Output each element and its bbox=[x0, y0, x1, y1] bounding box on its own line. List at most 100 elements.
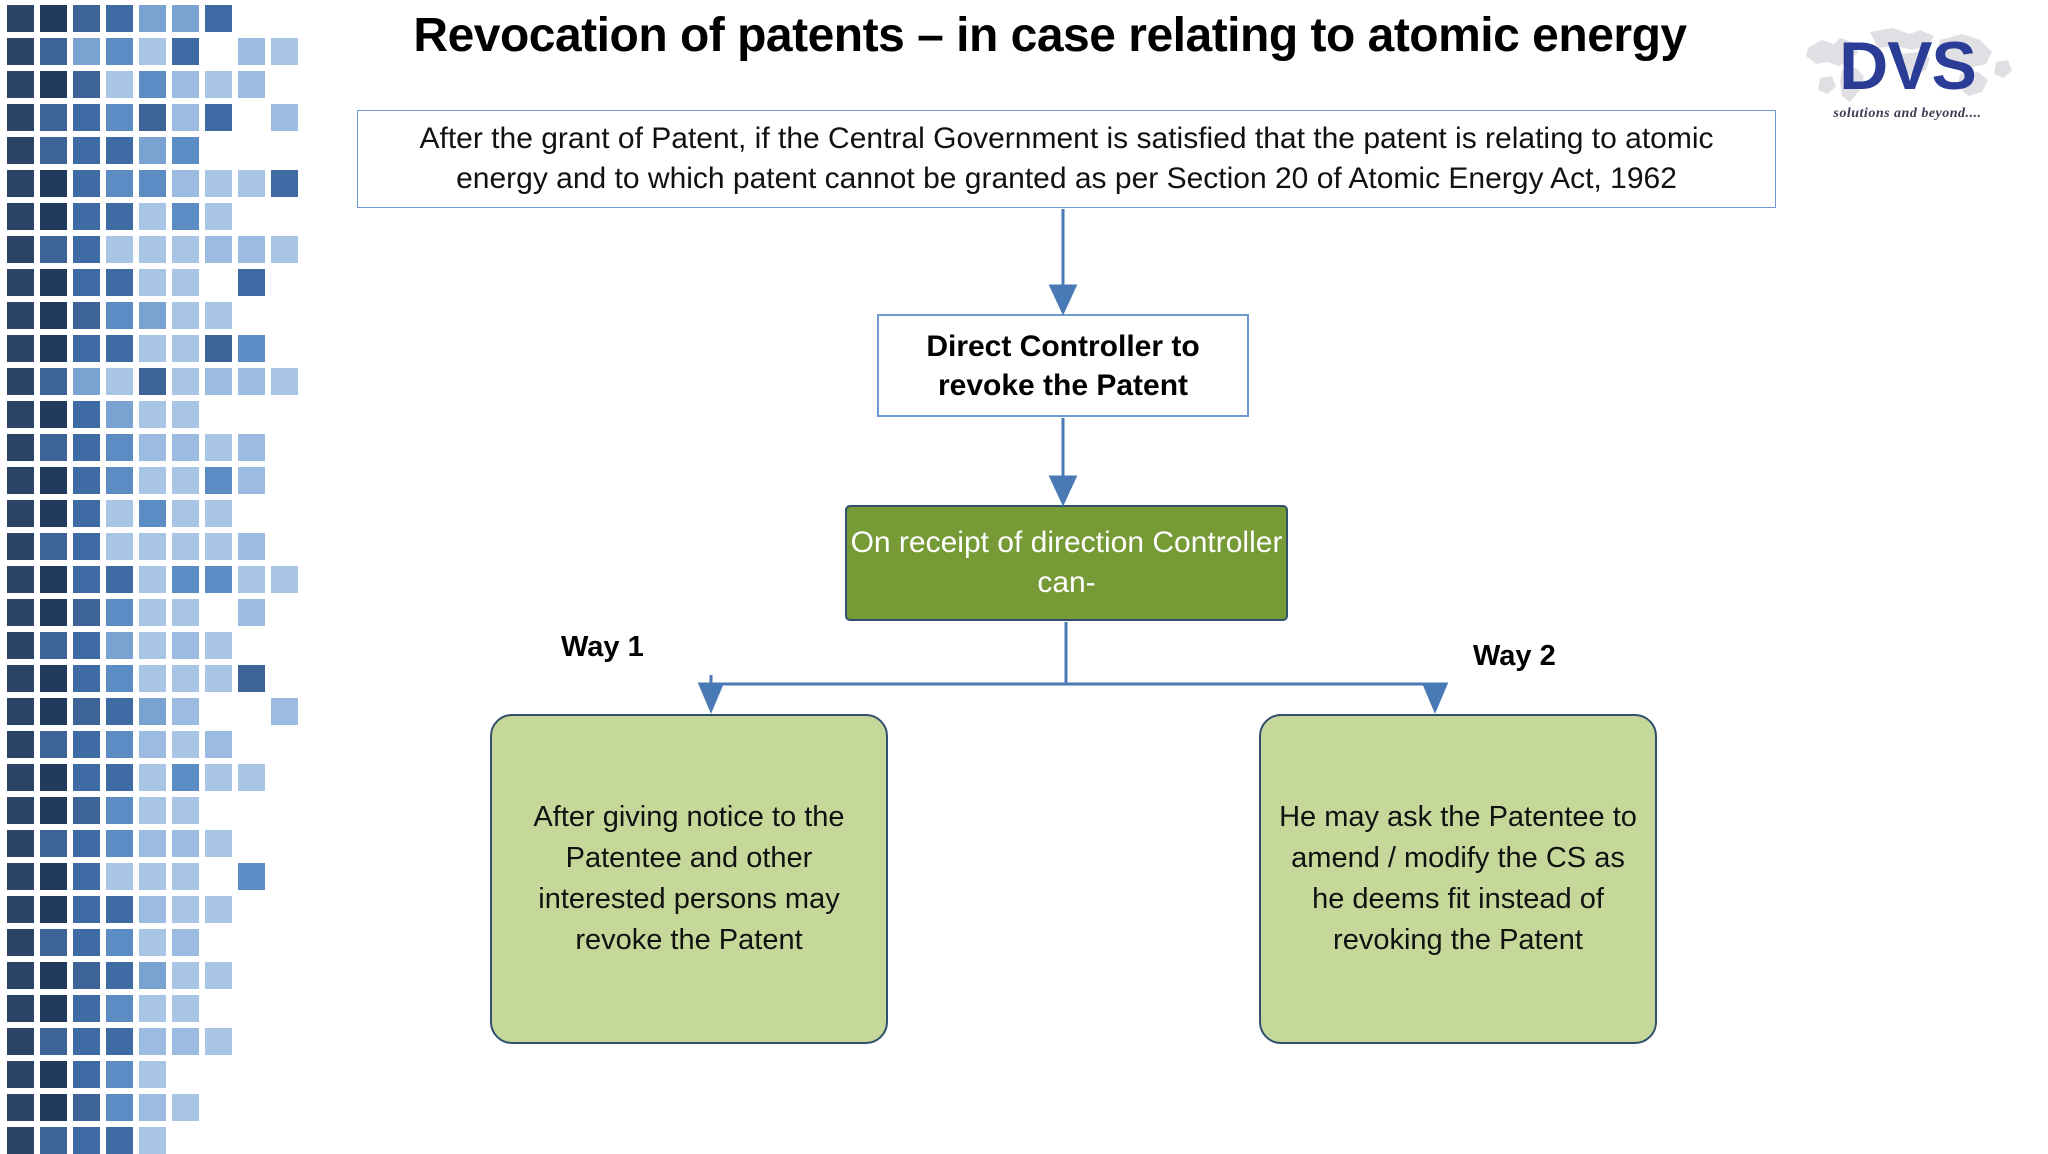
mosaic-tile bbox=[73, 1094, 100, 1121]
way-2-text: He may ask the Patentee to amend / modif… bbox=[1279, 800, 1637, 957]
mosaic-tile bbox=[139, 500, 166, 527]
mosaic-tile bbox=[40, 896, 67, 923]
mosaic-tile bbox=[40, 962, 67, 989]
mosaic-tile bbox=[139, 698, 166, 725]
mosaic-tile bbox=[73, 170, 100, 197]
mosaic-tile bbox=[73, 1127, 100, 1154]
mosaic-tile bbox=[172, 203, 199, 230]
mosaic-tile bbox=[139, 335, 166, 362]
mosaic-tile bbox=[106, 236, 133, 263]
mosaic-tile bbox=[7, 38, 34, 65]
way-2-label: Way 2 bbox=[1473, 640, 1556, 672]
mosaic-tile bbox=[73, 1061, 100, 1088]
mosaic-tile bbox=[205, 632, 232, 659]
mosaic-tile bbox=[40, 665, 67, 692]
mosaic-tile bbox=[238, 599, 265, 626]
mosaic-tile bbox=[73, 335, 100, 362]
mosaic-tile bbox=[106, 203, 133, 230]
mosaic-tile bbox=[106, 731, 133, 758]
mosaic-tile bbox=[106, 863, 133, 890]
mosaic-tile bbox=[172, 698, 199, 725]
mosaic-tile bbox=[106, 764, 133, 791]
mosaic-tile bbox=[7, 863, 34, 890]
mosaic-tile bbox=[139, 302, 166, 329]
mosaic-tile bbox=[106, 5, 133, 32]
mosaic-tile bbox=[238, 764, 265, 791]
mosaic-tile bbox=[139, 830, 166, 857]
mosaic-tile bbox=[7, 335, 34, 362]
mosaic-tile bbox=[172, 434, 199, 461]
mosaic-tile bbox=[7, 5, 34, 32]
mosaic-tile bbox=[40, 269, 67, 296]
intro-statement-box: After the grant of Patent, if the Centra… bbox=[357, 110, 1776, 208]
decorative-mosaic bbox=[0, 0, 330, 1154]
mosaic-tile bbox=[139, 929, 166, 956]
mosaic-tile bbox=[139, 71, 166, 98]
mosaic-tile bbox=[238, 71, 265, 98]
mosaic-tile bbox=[73, 665, 100, 692]
mosaic-tile bbox=[172, 467, 199, 494]
mosaic-tile bbox=[40, 632, 67, 659]
mosaic-tile bbox=[106, 368, 133, 395]
arrowhead-intro-to-direct bbox=[1048, 284, 1078, 316]
mosaic-tile bbox=[205, 830, 232, 857]
mosaic-tile bbox=[73, 500, 100, 527]
mosaic-tile bbox=[205, 434, 232, 461]
mosaic-tile bbox=[73, 137, 100, 164]
mosaic-tile bbox=[238, 236, 265, 263]
way-1-box: After giving notice to the Patentee and … bbox=[490, 714, 888, 1044]
mosaic-tile bbox=[7, 368, 34, 395]
way-1-text: After giving notice to the Patentee and … bbox=[533, 800, 845, 957]
mosaic-tile bbox=[205, 566, 232, 593]
mosaic-tile bbox=[73, 896, 100, 923]
mosaic-tile bbox=[7, 236, 34, 263]
mosaic-tile bbox=[205, 1028, 232, 1055]
mosaic-tile bbox=[73, 302, 100, 329]
mosaic-tile bbox=[40, 995, 67, 1022]
mosaic-tile bbox=[139, 368, 166, 395]
mosaic-tile bbox=[271, 368, 298, 395]
mosaic-tile bbox=[106, 467, 133, 494]
mosaic-tile bbox=[139, 896, 166, 923]
mosaic-tile bbox=[238, 269, 265, 296]
mosaic-tile bbox=[106, 137, 133, 164]
mosaic-tile bbox=[7, 302, 34, 329]
mosaic-tile bbox=[106, 104, 133, 131]
mosaic-tile bbox=[40, 401, 67, 428]
mosaic-tile bbox=[106, 302, 133, 329]
mosaic-tile bbox=[7, 1127, 34, 1154]
mosaic-tile bbox=[40, 566, 67, 593]
mosaic-tile bbox=[139, 434, 166, 461]
mosaic-tile bbox=[7, 467, 34, 494]
mosaic-tile bbox=[73, 599, 100, 626]
mosaic-tile bbox=[271, 104, 298, 131]
mosaic-tile bbox=[40, 467, 67, 494]
mosaic-tile bbox=[139, 566, 166, 593]
mosaic-tile bbox=[7, 71, 34, 98]
mosaic-tile bbox=[106, 599, 133, 626]
mosaic-tile bbox=[73, 797, 100, 824]
mosaic-tile bbox=[106, 929, 133, 956]
mosaic-tile bbox=[7, 929, 34, 956]
mosaic-tile bbox=[40, 764, 67, 791]
mosaic-tile bbox=[73, 995, 100, 1022]
mosaic-tile bbox=[40, 71, 67, 98]
mosaic-tile bbox=[73, 863, 100, 890]
mosaic-tile bbox=[139, 203, 166, 230]
mosaic-tile bbox=[73, 434, 100, 461]
arrowhead-to-way2 bbox=[1421, 682, 1449, 714]
mosaic-tile bbox=[205, 368, 232, 395]
mosaic-tile bbox=[205, 665, 232, 692]
mosaic-tile bbox=[40, 500, 67, 527]
mosaic-tile bbox=[172, 335, 199, 362]
mosaic-tile bbox=[238, 467, 265, 494]
mosaic-tile bbox=[40, 203, 67, 230]
mosaic-tile bbox=[172, 896, 199, 923]
mosaic-tile bbox=[139, 269, 166, 296]
mosaic-tile bbox=[7, 566, 34, 593]
mosaic-tile bbox=[73, 632, 100, 659]
mosaic-tile bbox=[238, 368, 265, 395]
mosaic-tile bbox=[238, 170, 265, 197]
mosaic-tile bbox=[73, 1028, 100, 1055]
mosaic-tile bbox=[73, 368, 100, 395]
